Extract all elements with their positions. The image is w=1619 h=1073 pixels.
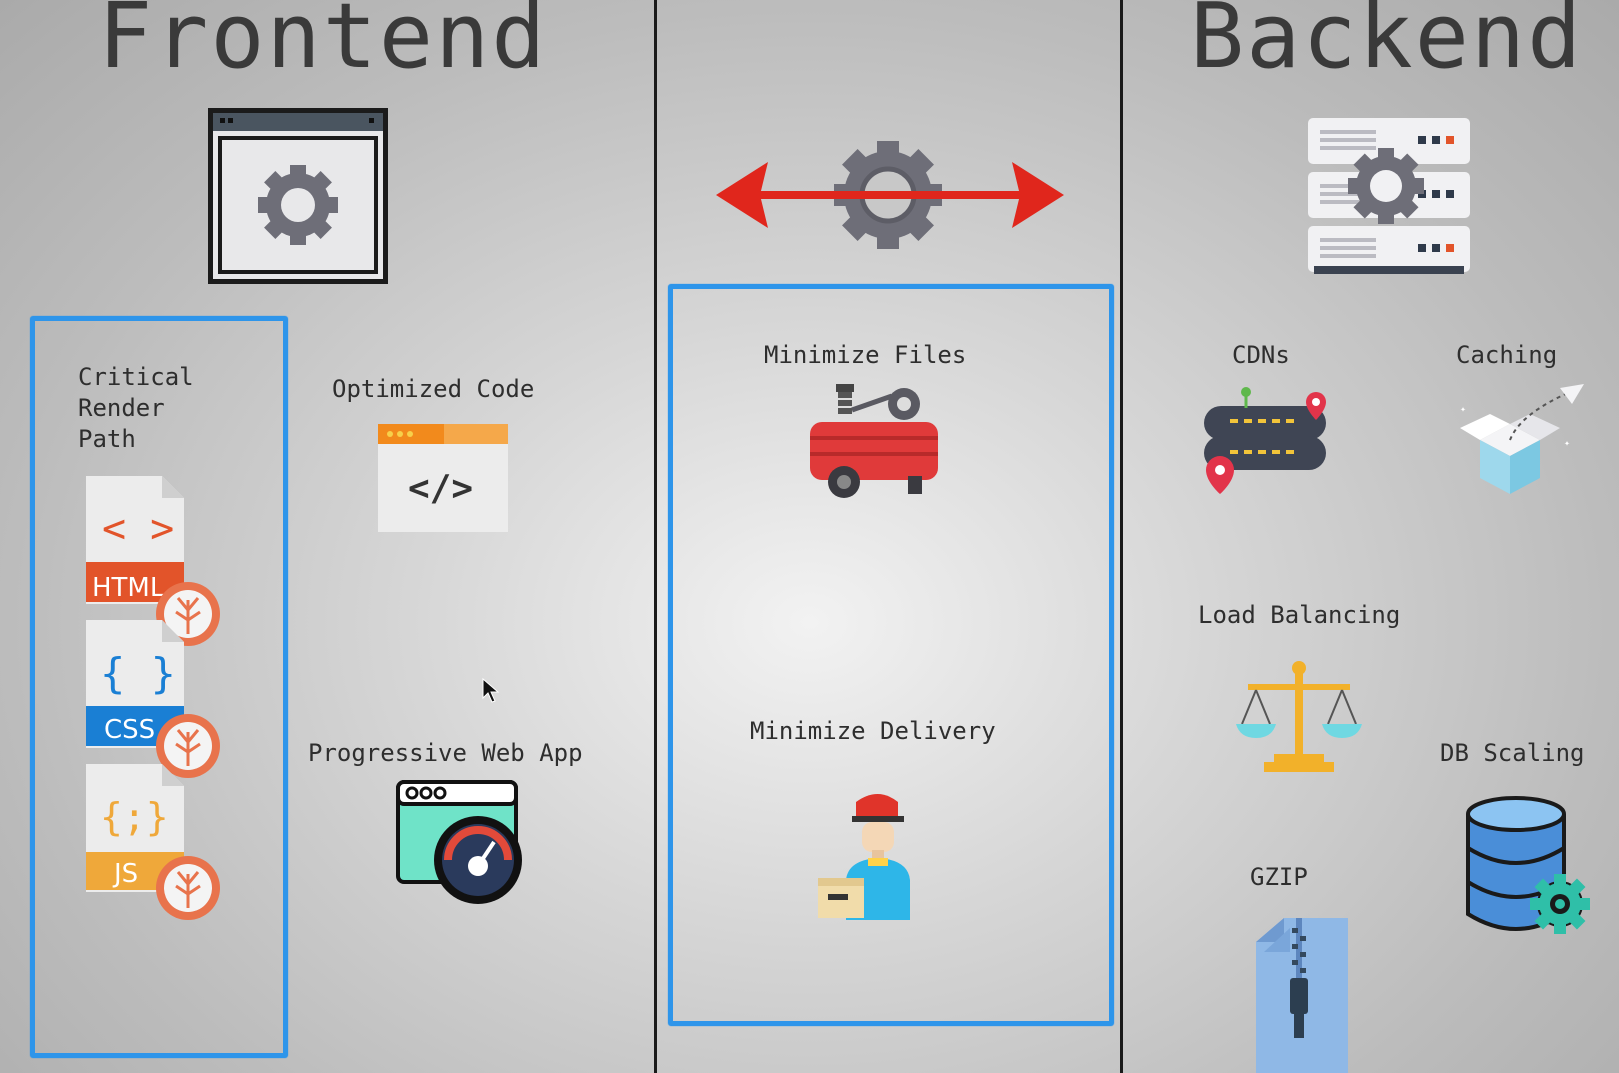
zip-file-icon [1256, 918, 1348, 1073]
svg-text:✦: ✦ [1564, 438, 1570, 449]
pwa-speedometer-icon [396, 780, 526, 910]
browser-gear-icon [206, 106, 390, 286]
js-file-icon: {;} JS [86, 764, 222, 936]
html-badge-text: HTML [92, 573, 165, 603]
html-file-icon: < > HTML [86, 476, 222, 648]
css-badge-text: CSS [104, 715, 155, 745]
gzip-label: GZIP [1250, 863, 1308, 891]
backend-heading: Backend [1190, 0, 1584, 89]
critical-render-path-label: Critical Render Path [78, 362, 194, 456]
css-file-icon: { } CSS [86, 620, 222, 792]
balance-scale-icon [1234, 660, 1364, 774]
js-badge-text: JS [112, 859, 138, 889]
delivery-man-icon [818, 790, 928, 920]
caching-label: Caching [1456, 341, 1558, 369]
db-scaling-label: DB Scaling [1440, 739, 1585, 767]
minimize-box [668, 284, 1114, 1026]
svg-text:{ }: { } [100, 649, 176, 698]
optimized-code-label: Optimized Code [332, 375, 535, 403]
cdn-route-icon [1200, 384, 1336, 500]
cdns-label: CDNs [1232, 341, 1290, 369]
svg-text:✦: ✦ [1460, 404, 1466, 415]
path-line: Path [78, 425, 136, 454]
server-gear-icon [1306, 116, 1472, 278]
double-arrow-gear-icon [716, 140, 1064, 250]
svg-text:{;}: {;} [100, 795, 169, 839]
left-divider [654, 0, 657, 1073]
minimize-files-label: Minimize Files [764, 341, 967, 369]
mouse-cursor-icon [482, 677, 500, 704]
svg-text:< >: < > [102, 506, 174, 552]
open-box-icon: ✦ ✦ [1460, 384, 1590, 500]
critical-line: Critical [78, 363, 194, 391]
load-balancing-label: Load Balancing [1198, 601, 1401, 629]
minimize-delivery-label: Minimize Delivery [750, 717, 996, 745]
right-divider [1120, 0, 1123, 1073]
svg-text:</>: </> [408, 468, 473, 509]
render-line: Render [78, 394, 165, 423]
air-compressor-icon [808, 384, 940, 502]
pwa-label: Progressive Web App [308, 739, 583, 767]
critical-render-path-box [30, 316, 288, 1058]
code-window-icon: </> [378, 424, 508, 532]
frontend-heading: Frontend [98, 0, 548, 89]
database-gear-icon [1464, 794, 1596, 942]
